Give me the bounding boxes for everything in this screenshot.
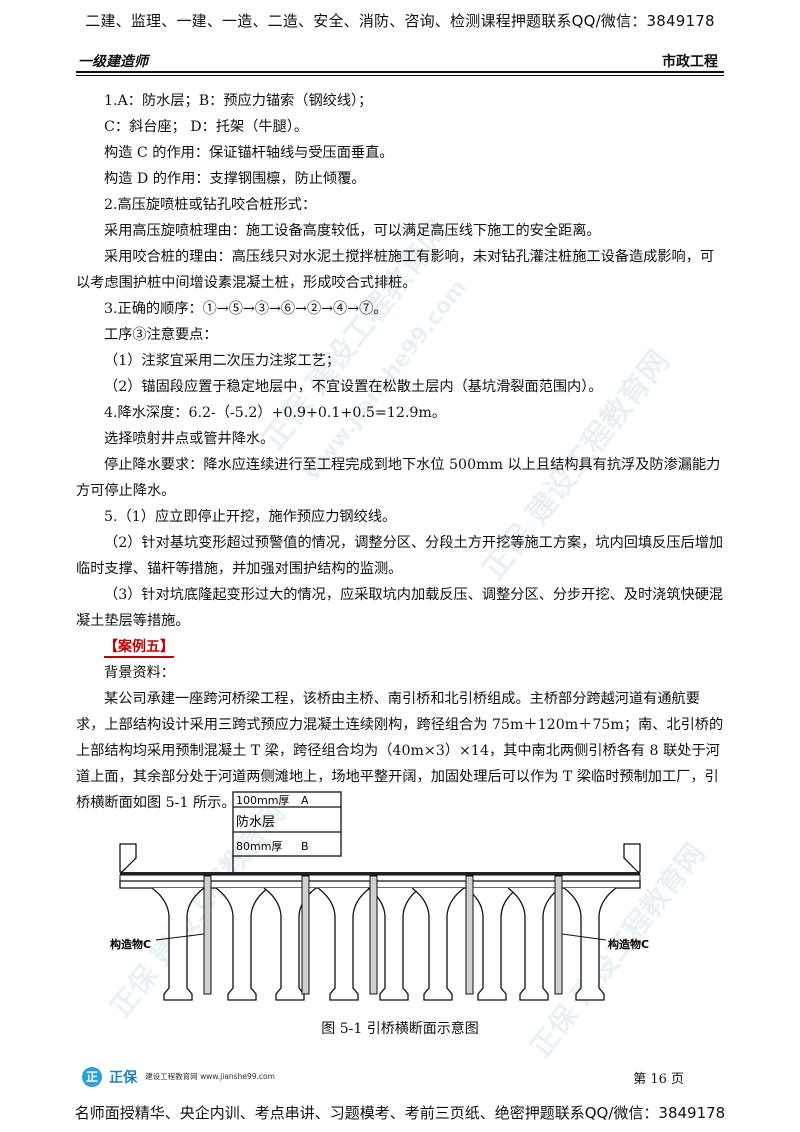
header-rule xyxy=(76,71,724,73)
answer-paragraph: 工序③注意要点： xyxy=(104,327,218,343)
t-girder xyxy=(465,887,519,1001)
t-girder-group xyxy=(151,887,617,1001)
answer-paragraph: C：斜台座； D：托架（牛腿）。 xyxy=(104,119,309,135)
background-label: 背景资料： xyxy=(104,665,175,681)
answer-paragraph: 1.A：防水层；B：预应力锚索（钢绞线）； xyxy=(104,93,373,109)
answer-paragraph: 选择喷射井点或管井降水。 xyxy=(104,431,275,447)
bridge-cross-section-figure: 100mm厚 A 防水层 80mm厚 B 构造物C 构造物C xyxy=(110,791,649,1001)
t-girder xyxy=(317,887,371,1001)
layer-a-label: A xyxy=(301,794,309,807)
pavement-label-box xyxy=(232,791,342,857)
layer-b-label: B xyxy=(301,840,309,853)
answer-paragraph: 3.正确的顺序：①→⑤→③→⑥→②→④→⑦。 xyxy=(104,301,388,317)
figure-caption: 图 5-1 引桥横断面示意图 xyxy=(321,1021,479,1037)
top-banner: 二建、监理、一建、一造、二造、安全、消防、咨询、检测课程押题联系QQ/微信：38… xyxy=(85,12,715,30)
running-header: 一级建造师 市政工程 xyxy=(76,48,724,70)
brand-tagline: 建设工程教育网 www.jianshe99.com xyxy=(145,1072,275,1081)
layer-a-thickness: 100mm厚 xyxy=(236,794,289,807)
t-girder xyxy=(151,887,205,1001)
answer-paragraph: 采用高压旋喷桩理由：施工设备高度较低，可以满足高压线下施工的安全距离。 xyxy=(104,223,601,239)
page-number: 第 16 页 xyxy=(633,1072,684,1087)
answer-paragraph: （2）锚固段应置于稳定地层中，不宜设置在松散土层内（基坑滑裂面范围内）。 xyxy=(104,379,603,395)
waterproof-layer-label: 防水层 xyxy=(236,814,275,830)
answer-paragraph: 构造 D 的作用：支撑钢围檩，防止倾覆。 xyxy=(104,171,366,187)
t-girder xyxy=(507,887,561,1001)
brand-logo-icon: 正 xyxy=(82,1066,102,1087)
answer-paragraph: 停止降水要求：降水应连续进行至工程完成到地下水位 500mm 以上且结构具有抗浮… xyxy=(76,457,721,499)
structure-c-label-right: 构造物C xyxy=(608,937,649,951)
header-rule-thin xyxy=(76,75,724,76)
header-right: 市政工程 xyxy=(662,54,718,70)
answer-paragraph: （3）针对坑底隆起变形过大的情况，应采取坑内加载反压、调整分区、分步开挖、及时浇… xyxy=(76,587,724,629)
t-girder xyxy=(563,887,617,1001)
t-girder xyxy=(367,887,421,1001)
header-left: 一级建造师 xyxy=(78,54,148,70)
answer-paragraph: 采用咬合桩的理由：高压线只对水泥土搅拌桩施工有影响，未对钻孔灌注桩施工设备造成影… xyxy=(76,249,715,291)
background-paragraph: 某公司承建一座跨河桥梁工程，该桥由主桥、南引桥和北引桥组成。主桥部分跨越河道有通… xyxy=(76,691,724,811)
answer-paragraph: 5.（1）应立即停止开挖，施作预应力钢绞线。 xyxy=(104,509,397,525)
t-girder xyxy=(215,887,269,1001)
layer-b-thickness: 80mm厚 xyxy=(236,840,282,853)
answer-paragraph: （2）针对基坑变形超过预警值的情况，调整分区、分段土方开挖等施工方案，坑内回填反… xyxy=(76,535,724,577)
t-girder xyxy=(411,887,465,1001)
answer-paragraph: （1）注浆宜采用二次压力注浆工艺； xyxy=(104,353,341,369)
answer-content: 1.A：防水层；B：预应力锚索（钢绞线）； C：斜台座； D：托架（牛腿）。 构… xyxy=(76,88,724,816)
structure-c-label-left: 构造物C xyxy=(110,937,151,951)
bottom-banner: 名师面授精华、央企内训、考点串讲、习题模考、考前三页纸、绝密押题联系QQ/微信：… xyxy=(74,1104,726,1122)
case-title: 【案例五】 xyxy=(104,639,174,658)
answer-paragraph: 2.高压旋喷桩或钻孔咬合桩形式： xyxy=(104,197,317,213)
brand-logo: 正 正保 建设工程教育网 www.jianshe99.com xyxy=(82,1066,275,1087)
brand-name: 正保 xyxy=(109,1069,138,1086)
answer-paragraph: 4.降水深度：6.2-（-5.2）+0.9+0.1+0.5=12.9m。 xyxy=(104,405,447,421)
structure-c-group xyxy=(203,875,563,995)
answer-paragraph: 构造 C 的作用：保证锚杆轴线与受压面垂直。 xyxy=(104,145,394,161)
